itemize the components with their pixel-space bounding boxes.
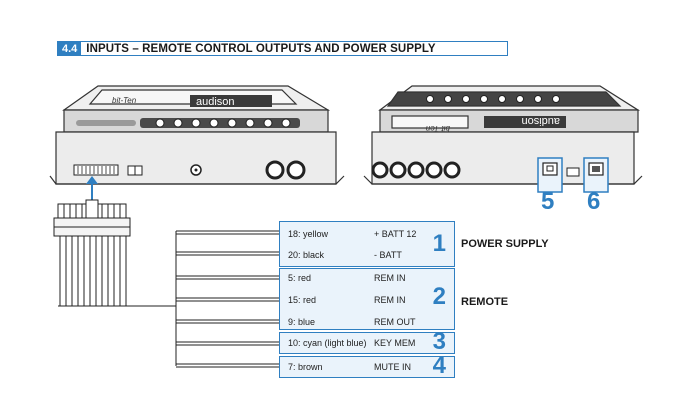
pin-label: 10: cyan (light blue)	[288, 338, 367, 348]
pin-label: 5: red	[288, 273, 312, 283]
usb-port-number: 6	[587, 188, 601, 215]
arrow-up-icon	[86, 176, 98, 184]
wire-leads	[175, 230, 279, 368]
pin-function: + BATT 12	[374, 229, 417, 239]
pin-label: 20: black	[288, 250, 325, 260]
pin-function: MUTE IN	[374, 362, 411, 372]
pin-row: 7: brown MUTE IN	[288, 361, 411, 373]
pin-label: 18: yellow	[288, 229, 329, 239]
ethernet-port-number: 5	[541, 188, 555, 215]
rca-input-icon	[286, 160, 306, 180]
pin-row: 5: red REM IN	[288, 272, 406, 284]
rca-input-icon	[265, 160, 285, 180]
section-heading: 4.4 INPUTS – REMOTE CONTROL OUTPUTS AND …	[57, 41, 508, 56]
pin-label: 9: blue	[288, 317, 316, 327]
wiring-harness-connector	[53, 199, 131, 237]
pin-row: 20: black - BATT	[288, 249, 402, 261]
rca-output-group	[371, 161, 461, 179]
section-title: INPUTS – REMOTE CONTROL OUTPUTS AND POWE…	[86, 42, 436, 55]
group-number: 2	[432, 283, 446, 310]
group-label: REMOTE	[461, 296, 509, 308]
brand-label: audison	[196, 96, 235, 108]
brand-label-mirrored: audison	[521, 115, 560, 127]
mute-in-pin-group: 7: brown MUTE IN 4	[279, 352, 455, 379]
group-number: 1	[432, 230, 446, 257]
pin-function: - BATT	[374, 250, 402, 260]
pin-function: REM IN	[374, 295, 406, 305]
group-number: 4	[432, 352, 446, 379]
group-number: 3	[432, 328, 446, 355]
pin-function: REM IN	[374, 273, 406, 283]
device-front-view	[49, 85, 345, 185]
pin-row: 15: red REM IN	[288, 294, 406, 306]
remote-pin-group: 5: red REM IN 15: red REM IN 9: blue REM…	[279, 268, 455, 330]
model-label: bit-Ten	[112, 96, 137, 105]
section-number: 4.4	[58, 42, 82, 55]
pin-row: 9: blue REM OUT	[288, 316, 416, 328]
pin-row: 10: cyan (light blue) KEY MEM	[288, 337, 415, 349]
pin-row: 18: yellow + BATT 12	[288, 228, 416, 240]
model-label-mirrored: bit-Ten	[425, 124, 450, 133]
pin-label: 7: brown	[288, 362, 323, 372]
ethernet-port-icon	[542, 162, 558, 176]
device-rear-view	[363, 85, 643, 185]
power-supply-pin-group: 18: yellow + BATT 12 20: black - BATT 1	[279, 221, 455, 267]
wire-bundle	[58, 236, 176, 307]
pin-function: REM OUT	[374, 317, 416, 327]
key-mem-pin-group: 10: cyan (light blue) KEY MEM 3	[279, 328, 455, 355]
pin-function: KEY MEM	[374, 338, 416, 348]
main-connector-socket	[73, 164, 119, 176]
pin-label: 15: red	[288, 295, 317, 305]
group-label: POWER SUPPLY	[461, 238, 549, 250]
